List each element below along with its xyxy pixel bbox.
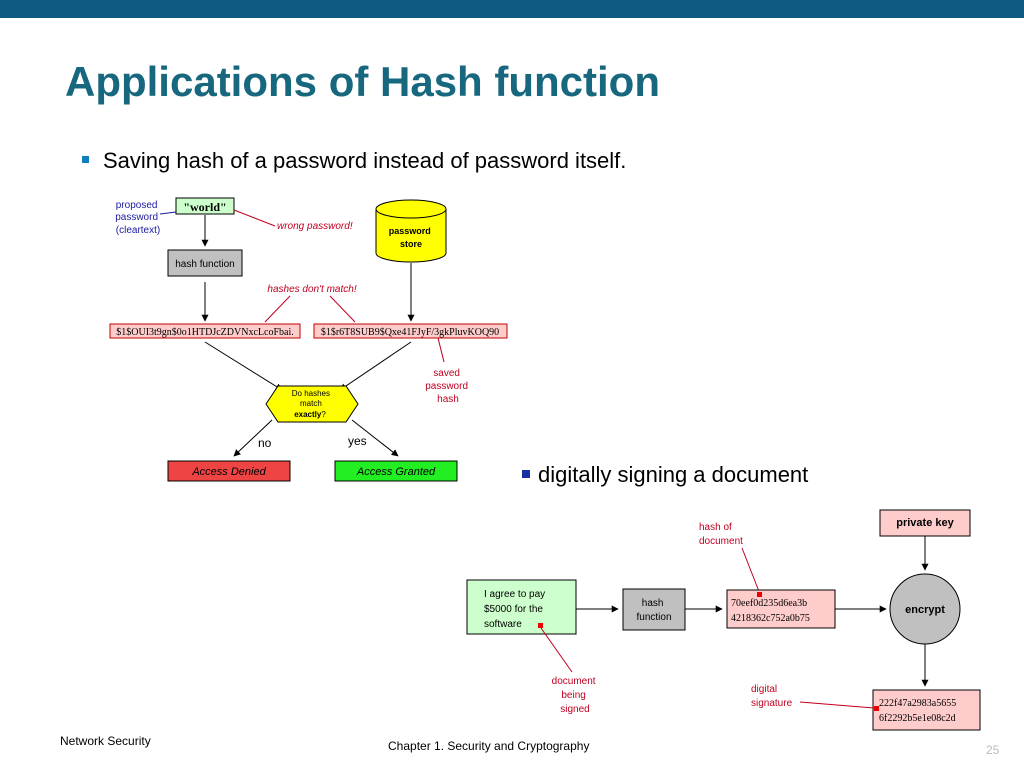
- proposed-password-label: proposed password (cleartext): [115, 200, 161, 236]
- hash-function-text-2: hash function: [636, 598, 671, 623]
- yes-label: yes: [348, 434, 367, 448]
- bullet-text: Saving hash of a password instead of pas…: [103, 148, 627, 173]
- hash-of-document-label: hash of document: [699, 522, 743, 547]
- decision-hexagon: [265, 385, 359, 423]
- private-key-text: private key: [896, 517, 954, 529]
- bullet-digital-signing: digitally signing a document: [522, 462, 808, 488]
- bullet-text: digitally signing a document: [538, 462, 809, 487]
- document-box: [466, 579, 577, 635]
- hash-left-box: [109, 323, 301, 339]
- page-number: 25: [986, 743, 1000, 757]
- world-text: "world": [183, 200, 226, 214]
- digital-signature-label: digital signature: [751, 684, 793, 709]
- access-granted-text: Access Granted: [356, 466, 436, 478]
- digital-signature-diagram: hash of document private key I agree to …: [466, 509, 981, 731]
- no-label: no: [258, 436, 272, 450]
- hash-value-box: [726, 589, 836, 629]
- bullet-password-hash: Saving hash of a password instead of pas…: [82, 148, 626, 174]
- signature-text: 222f47a2983a5655 6f2292b5e1e08c2d: [879, 698, 959, 724]
- private-key-box: [879, 509, 971, 537]
- hashes-dont-match-label: hashes don't match!: [267, 284, 356, 295]
- password-store-icon: [375, 199, 447, 263]
- hash-right-box: [313, 323, 508, 339]
- encrypt-text: encrypt: [905, 604, 945, 616]
- wrong-password-label: wrong password!: [277, 221, 353, 232]
- hash-function-box: [167, 249, 243, 277]
- access-denied-text: Access Denied: [191, 466, 266, 478]
- password-store-label: password store: [389, 226, 434, 249]
- hash-function-box-2: [622, 588, 686, 631]
- access-granted-box: [334, 460, 458, 482]
- password-hash-diagram: proposed password (cleartext) "world" wr…: [109, 197, 508, 482]
- footer-course: Network Security: [60, 734, 151, 748]
- hash-right-text: $1$r6T8SUB9$Qxe41FJyF/3gkPluvKOQ90: [321, 327, 499, 338]
- world-box: [175, 197, 235, 215]
- signature-box: [872, 689, 981, 731]
- square-bullet-icon: [522, 470, 530, 479]
- hash-value-text: 70eef0d235d6ea3b 4218362c752a0b75: [731, 598, 810, 624]
- access-denied-box: [167, 460, 291, 482]
- square-bullet-icon: [82, 155, 89, 163]
- decision-text: Do hashes match exactly?: [292, 389, 332, 419]
- document-being-signed-label: document being signed: [552, 676, 599, 715]
- slide-title: Applications of Hash function: [65, 58, 660, 105]
- saved-password-hash-label: saved password hash: [425, 368, 471, 405]
- top-bar: [0, 0, 1024, 18]
- footer-chapter: Chapter 1. Security and Cryptography: [388, 739, 590, 753]
- hash-left-text: $1$OUI3t9gn$0o1HTDJcZDVNxcLcoFbai.: [116, 327, 293, 338]
- document-text: I agree to pay $5000 for the software: [484, 589, 548, 630]
- hash-function-text: hash function: [175, 259, 235, 270]
